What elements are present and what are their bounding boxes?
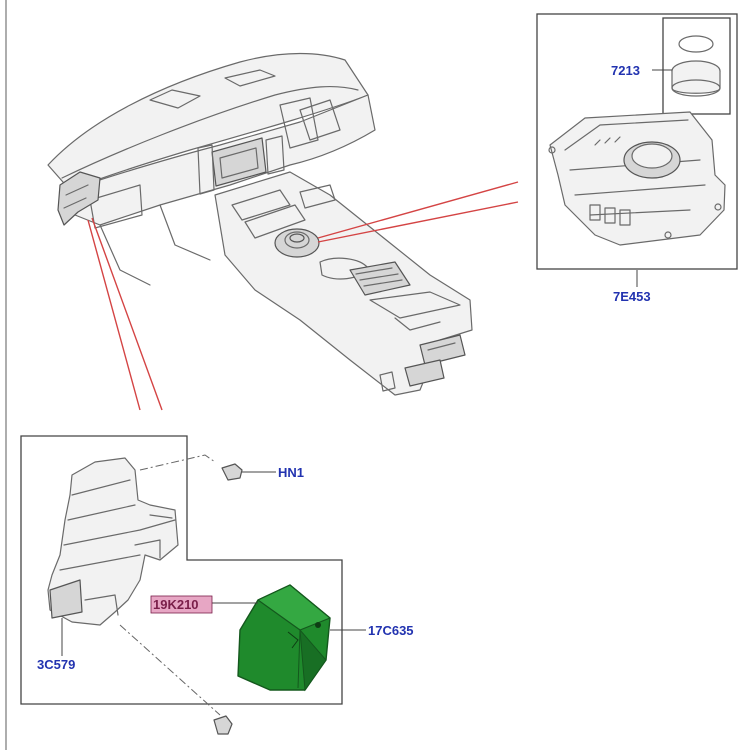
part-label-19K210: 19K210 <box>153 597 199 612</box>
inset-frame-bottom <box>20 435 343 705</box>
inset-frame-top <box>536 13 738 270</box>
callout-lines <box>87 181 519 411</box>
part-label-17C635: 17C635 <box>368 623 414 638</box>
inset-module-bracket <box>20 435 366 735</box>
part-label-HN1: HN1 <box>278 465 304 480</box>
part-label-7213: 7213 <box>611 63 640 78</box>
dashboard-illustration <box>47 52 473 396</box>
part-label-3C579: 3C579 <box>37 657 75 672</box>
part-label-7E453: 7E453 <box>613 289 651 304</box>
highlight-19K210 <box>150 595 213 614</box>
inset-rotary-controller <box>536 13 738 287</box>
